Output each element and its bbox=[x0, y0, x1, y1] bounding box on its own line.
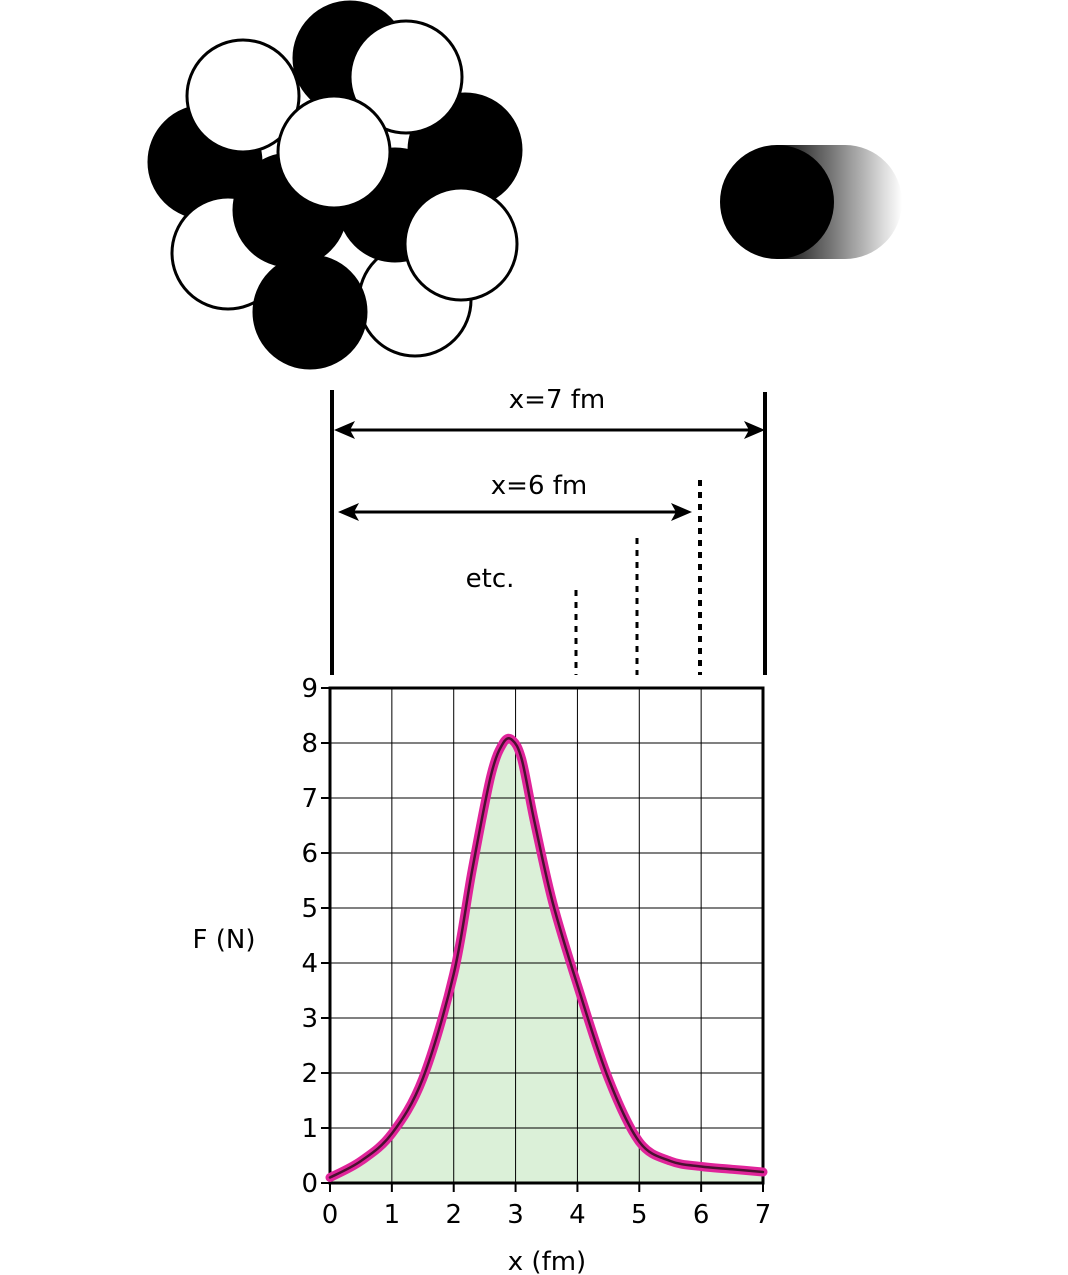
y-tick-label: 5 bbox=[301, 894, 318, 924]
distance-markers: x=7 fm x=6 fm etc. bbox=[330, 385, 767, 675]
y-tick-label: 7 bbox=[301, 784, 318, 814]
force-curve-line bbox=[328, 737, 765, 1179]
incoming-nucleon bbox=[720, 145, 902, 259]
nucleon-light bbox=[348, 19, 464, 135]
arrowhead-left bbox=[334, 421, 355, 439]
force-chart: 0 1 2 3 4 5 6 7 0 1 2 3 4 5 6 7 8 9 x (fm) F (N) bbox=[193, 674, 772, 1275]
nucleon-light bbox=[276, 94, 392, 210]
y-tick-label: 9 bbox=[301, 674, 318, 704]
y-tick-label: 4 bbox=[301, 949, 318, 979]
nucleon-dark bbox=[252, 254, 368, 370]
nucleon-light bbox=[185, 38, 301, 154]
x-axis-label: x (fm) bbox=[508, 1247, 586, 1275]
y-tick-label: 6 bbox=[301, 839, 318, 869]
x-tick-labels: 0 1 2 3 4 5 6 7 bbox=[322, 1183, 772, 1230]
etc-label: etc. bbox=[466, 564, 515, 594]
x-tick-label: 3 bbox=[507, 1200, 524, 1230]
y-tick-label: 1 bbox=[301, 1114, 318, 1144]
arrowhead-right bbox=[671, 503, 692, 521]
nucleon-light bbox=[403, 186, 519, 302]
nucleus-cluster bbox=[147, 0, 523, 370]
x-tick-label: 1 bbox=[384, 1200, 401, 1230]
y-tick-label: 0 bbox=[301, 1169, 318, 1199]
plot-frame bbox=[328, 686, 765, 1185]
y-tick-label: 3 bbox=[301, 1004, 318, 1034]
x-tick-label: 7 bbox=[755, 1200, 772, 1230]
x-tick-label: 5 bbox=[631, 1200, 648, 1230]
nucleon-dark bbox=[720, 145, 834, 259]
x-tick-label: 4 bbox=[569, 1200, 586, 1230]
y-tick-label: 8 bbox=[301, 729, 318, 759]
arrowhead-right bbox=[744, 421, 765, 439]
dist6-label: x=6 fm bbox=[491, 471, 587, 501]
area-under-curve bbox=[330, 738, 763, 1183]
x-tick-label: 2 bbox=[445, 1200, 462, 1230]
y-tick-labels: 0 1 2 3 4 5 6 7 8 9 bbox=[301, 674, 330, 1199]
y-tick-label: 2 bbox=[301, 1059, 318, 1089]
arrowhead-left bbox=[338, 503, 359, 521]
y-axis-label: F (N) bbox=[193, 925, 256, 955]
dist7-label: x=7 fm bbox=[509, 385, 605, 415]
x-tick-label: 0 bbox=[322, 1200, 339, 1230]
x-tick-label: 6 bbox=[693, 1200, 710, 1230]
